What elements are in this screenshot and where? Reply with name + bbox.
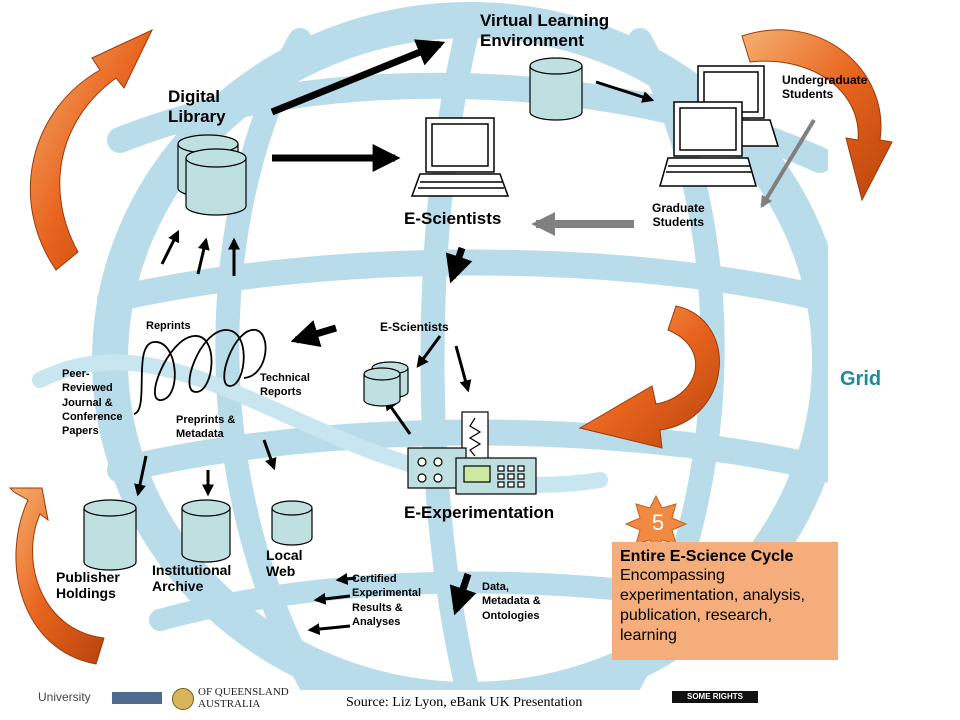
footer-source: Source: Liz Lyon, eBank UK Presentation (346, 695, 583, 710)
uq-seal-icon (172, 688, 194, 710)
label-publisher-holdings: Publisher Holdings (56, 569, 120, 602)
orange-arrow-mid-right (578, 305, 720, 449)
label-reprints: Reprints (146, 320, 191, 332)
laptop-escientists-icon (410, 117, 510, 197)
escientists-mid-database (363, 361, 409, 407)
step-number: 5 (651, 510, 665, 535)
databases (83, 57, 583, 571)
footer-partner-logo (112, 692, 162, 704)
cycle-body: Encompassing experimentation, analysis, … (620, 567, 805, 644)
label-peer-reviewed: Peer- Reviewed Journal & Conference Pape… (62, 368, 123, 438)
label-graduate: Graduate Students (652, 201, 705, 229)
label-vle: Virtual Learning Environment (480, 11, 610, 50)
reprints-coil-icon (133, 329, 267, 415)
label-e-scientists-mid: E-Scientists (380, 320, 449, 334)
institutional-archive-database (181, 499, 231, 563)
orange-arrow-top-left (29, 28, 154, 271)
arrow-library-to-vle (270, 39, 446, 116)
cycle-title: Entire E-Science Cycle (620, 548, 794, 565)
lab-equipment-icon (407, 411, 537, 495)
label-preprints: Preprints & Metadata (176, 414, 236, 441)
arrow-escientists-down (445, 246, 473, 284)
arrow-vle-to-students (595, 80, 655, 103)
label-undergraduate: Undergraduate Students (782, 73, 868, 101)
label-data-metadata: Data, Metadata & Ontologies (482, 581, 541, 622)
arrow-undergrad-to-grad (760, 118, 816, 209)
label-e-experimentation: E-Experimentation (404, 503, 555, 522)
arrow-to-reprints (290, 320, 338, 347)
right-margin (828, 0, 960, 690)
vle-database (529, 57, 583, 121)
publisher-holdings-database (83, 499, 137, 571)
cycle-callout: Entire E-Science Cycle Encompassing expe… (612, 542, 838, 660)
label-digital-library: Digital Library (168, 87, 226, 126)
footer-uq: OF QUEENSLAND AUSTRALIA (198, 686, 289, 711)
orange-arrow-top-right (741, 29, 893, 202)
local-web-database (271, 500, 313, 546)
orange-arrow-bottom-left (8, 487, 105, 665)
label-local-web: Local Web (266, 547, 303, 580)
digital-library-database (177, 134, 247, 216)
orange-cycle-arrows (8, 28, 893, 665)
laptop-graduate-icon (659, 101, 757, 187)
label-e-scientists-top: E-Scientists (404, 209, 502, 228)
black-arrows (134, 39, 655, 636)
label-certified-results: Certified Experimental Results & Analyse… (352, 573, 422, 628)
label-institutional-archive: Institutional Archive (152, 562, 232, 595)
footer-license-badge: SOME RIGHTS RESERVED (672, 691, 758, 713)
laptops (410, 65, 780, 197)
footer-university: University (38, 690, 91, 704)
label-technical-reports: Technical Reports (260, 372, 310, 399)
label-grid: Grid (840, 368, 882, 390)
grey-arrows (531, 118, 816, 236)
